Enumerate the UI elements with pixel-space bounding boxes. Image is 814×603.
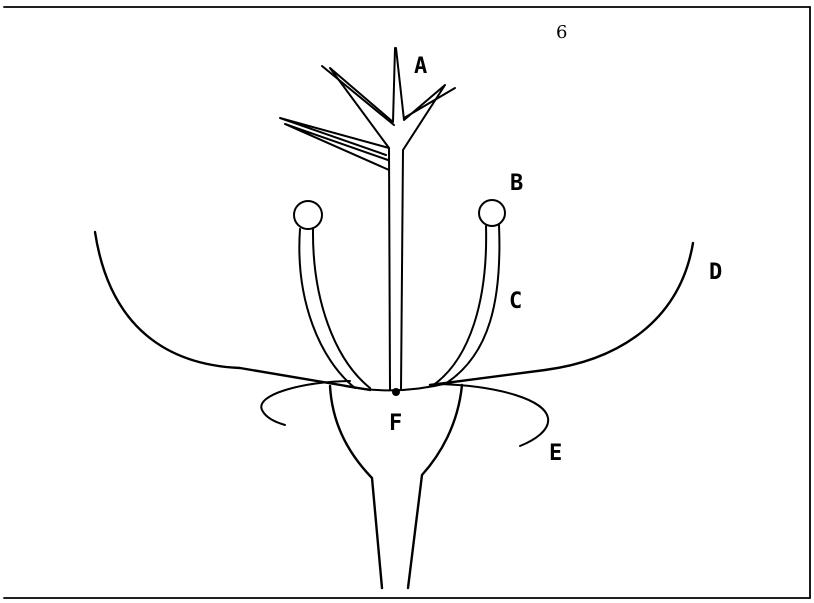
label-e: E: [549, 441, 562, 466]
label-f: F: [389, 411, 402, 436]
pistil-style: [280, 48, 455, 390]
label-d: D: [709, 260, 722, 285]
stamen-left: [294, 201, 370, 388]
label-c: C: [509, 289, 522, 314]
petals: [95, 232, 693, 390]
corner-mark: 6: [556, 22, 567, 43]
receptacle-center: [392, 388, 400, 396]
stamen-right: [432, 200, 505, 386]
label-a: A: [414, 54, 427, 79]
label-b: B: [510, 171, 523, 196]
